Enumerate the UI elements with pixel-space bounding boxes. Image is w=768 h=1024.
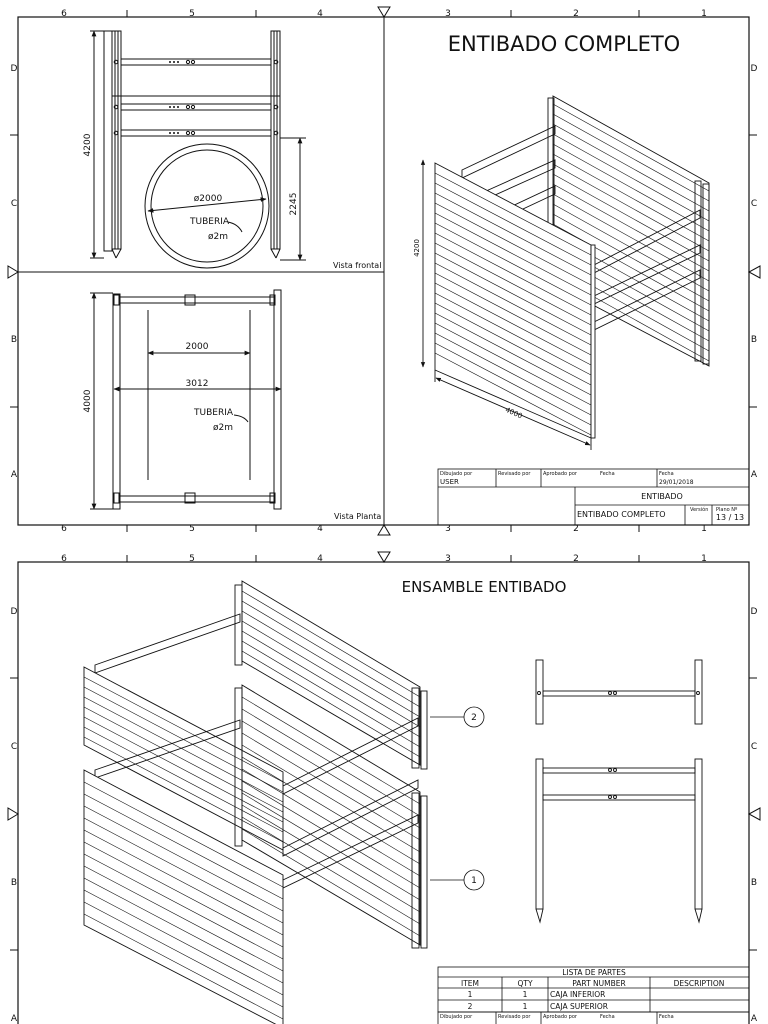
assembly-lower-box — [83, 684, 428, 1024]
tb-project: ENTIBADO — [641, 492, 683, 501]
tb-name: ENTIBADO COMPLETO — [577, 510, 666, 519]
dim-label: 2245 — [289, 193, 299, 216]
border-letter: B — [11, 878, 17, 888]
border-letter: A — [751, 1014, 758, 1024]
sheet-2 — [7, 551, 761, 1024]
tb-label: Fecha — [600, 471, 615, 477]
pipe-label: TUBERIA — [193, 408, 234, 418]
parts-cell: 1 — [468, 990, 473, 999]
border-num: 5 — [189, 554, 195, 564]
sheet-title: ENSAMBLE ENTIBADO — [402, 578, 567, 596]
border-num: 4 — [317, 554, 323, 564]
parts-header: ITEM — [461, 979, 479, 988]
sheet-1 — [7, 6, 761, 536]
border-letter: D — [751, 64, 758, 74]
dim-label: 4200 — [413, 239, 421, 257]
border-num: 2 — [573, 9, 579, 19]
border-num: 3 — [445, 524, 451, 534]
pipe-size: ø2m — [208, 232, 228, 242]
balloon-1 — [463, 869, 485, 891]
balloon-leaders — [430, 706, 485, 891]
assembly-upper-box — [83, 580, 428, 851]
parts-cell: CAJA SUPERIOR — [550, 1002, 608, 1011]
parts-list-table — [437, 966, 750, 1024]
border-letter: C — [751, 742, 757, 752]
tb-value: USER — [440, 478, 459, 486]
border-num: 3 — [445, 554, 451, 564]
dim-label: 4200 — [83, 133, 93, 156]
parts-list-title: LISTA DE PARTES — [562, 968, 626, 977]
dim-label: 4000 — [504, 406, 524, 421]
balloon-2 — [463, 706, 485, 728]
tb-label: Fecha — [600, 1014, 615, 1020]
sheet-title: ENTIBADO COMPLETO — [448, 32, 680, 56]
title-block-1 — [437, 468, 750, 526]
border-num: 6 — [61, 524, 67, 534]
border-letter: A — [751, 470, 758, 480]
border-letter: B — [11, 335, 17, 345]
parts-cell: CAJA INFERIOR — [550, 990, 605, 999]
tb-label: Dibujado por — [440, 471, 473, 477]
pipe-size: ø2m — [213, 423, 233, 433]
front-view — [90, 30, 306, 269]
view-label: Vista frontal — [333, 261, 381, 270]
tb-value: 29/01/2018 — [659, 479, 694, 486]
border-letter: C — [11, 742, 17, 752]
iso-view — [420, 95, 710, 450]
dim-label: 2000 — [186, 342, 209, 352]
view-label: Vista Planta — [334, 512, 381, 521]
border-num: 1 — [701, 554, 707, 564]
tb-label: Dibujado por — [440, 1014, 473, 1020]
border-num: 3 — [445, 9, 451, 19]
parts-header: DESCRIPTION — [674, 979, 725, 988]
border-num: 6 — [61, 554, 67, 564]
tb-label: Aprobado por — [543, 1014, 578, 1020]
tb-label: Revisado por — [498, 1014, 531, 1020]
border-num: 5 — [189, 9, 195, 19]
border-letter: C — [751, 199, 757, 209]
parts-cell: 2 — [468, 1002, 473, 1011]
small-front-view-lower — [535, 758, 703, 924]
dim-label: 4000 — [83, 389, 93, 412]
small-front-view-upper — [535, 659, 703, 725]
border-letter: C — [11, 199, 17, 209]
border-num: 6 — [61, 9, 67, 19]
plan-view — [90, 289, 282, 510]
border-num: 4 — [317, 524, 323, 534]
border-letter: B — [751, 878, 757, 888]
tb-label: Fecha — [659, 471, 674, 477]
border-letter: D — [11, 64, 18, 74]
border-num: 1 — [701, 524, 707, 534]
tb-label: Revisado por — [498, 471, 531, 477]
dim-label: 3012 — [186, 379, 209, 389]
tb-label: Fecha — [659, 1014, 674, 1020]
border-letter: B — [751, 335, 757, 345]
tb-sheet: 13 / 13 — [716, 513, 744, 522]
border-letter: D — [751, 607, 758, 617]
parts-cell: 1 — [523, 990, 528, 999]
border-num: 5 — [189, 524, 195, 534]
parts-header: QTY — [517, 979, 532, 988]
border-letter: D — [11, 607, 18, 617]
border-num: 1 — [701, 9, 707, 19]
tb-label: Versión — [690, 506, 708, 513]
sheet-1-text: 6 5 4 3 2 1 6 5 4 3 2 1 D C B A D C B A — [11, 9, 758, 534]
parts-cell: 1 — [523, 1002, 528, 1011]
parts-header: PART NUMBER — [572, 979, 625, 988]
border-num: 4 — [317, 9, 323, 19]
border-num: 2 — [573, 524, 579, 534]
tb-label: Plano Nº — [716, 507, 738, 513]
balloon-label: 2 — [471, 713, 477, 723]
border-letter: A — [11, 1014, 18, 1024]
balloon-label: 1 — [471, 876, 477, 886]
tb-label: Aprobado por — [543, 471, 578, 477]
pipe-label: TUBERIA — [189, 217, 230, 227]
dim-label: ø2000 — [194, 194, 223, 204]
border-letter: A — [11, 470, 18, 480]
border-num: 2 — [573, 554, 579, 564]
